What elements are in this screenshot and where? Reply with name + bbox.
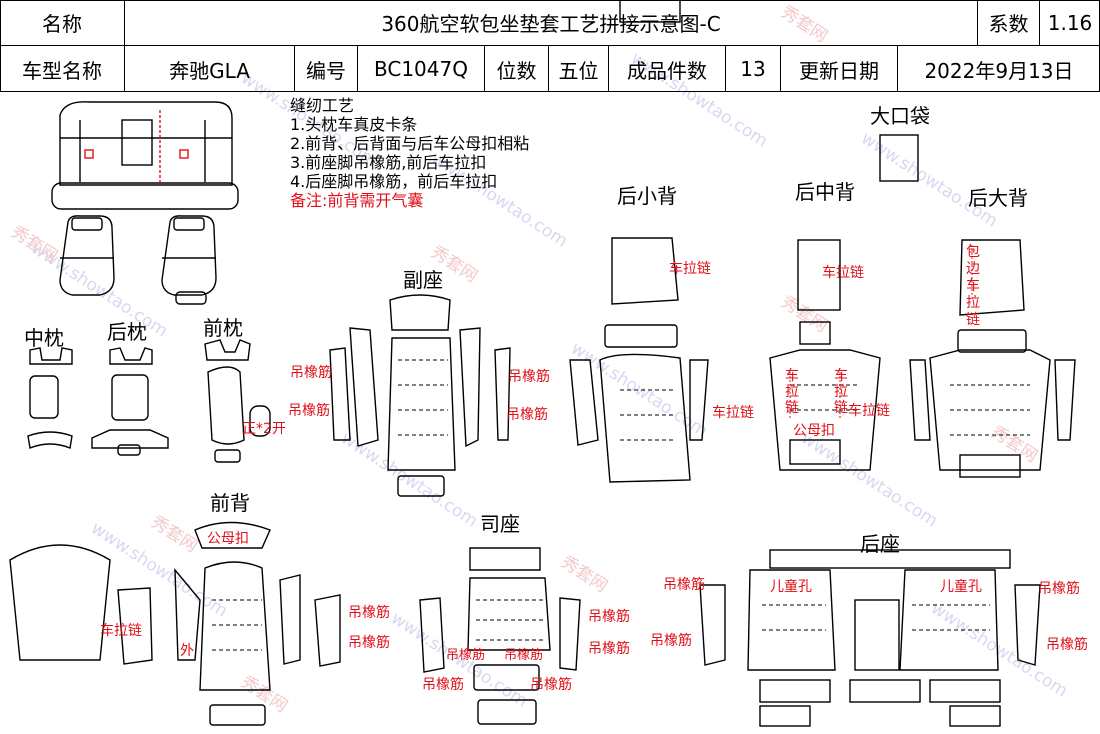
note-item: 2.前背、后背面与后车公母扣相粘	[290, 134, 530, 153]
label-passenger-seat: 副座	[403, 268, 443, 292]
coef-value: 1.16	[1040, 0, 1100, 46]
passenger-seat-pieces	[329, 294, 511, 497]
annotation-elastic: 吊橡筋	[348, 605, 390, 621]
page-title: 360航空软包坐垫套工艺拼接示意图-C	[125, 0, 978, 46]
annotation-child-hole: 儿童孔	[940, 579, 982, 595]
annotation-elastic: 吊橡筋	[650, 633, 692, 649]
red-marks	[789, 245, 973, 420]
label-front-back: 前背	[210, 491, 250, 515]
label-rear-seat: 后座	[860, 532, 900, 556]
annotation-zipper: 车拉链	[669, 261, 711, 277]
annotation-elastic: 吊橡筋	[508, 369, 550, 385]
driver-seat-pieces	[419, 547, 581, 725]
annotation-edge-zipper: 包 边 车 拉 链	[966, 244, 980, 328]
rear-small-back-pieces	[604, 237, 679, 348]
label-big-pocket: 大口袋	[870, 104, 930, 128]
label-rear-pillow: 后枕	[107, 320, 147, 344]
annotation-side-zipper: 车 拉 链	[834, 368, 848, 416]
code-value: BC1047Q	[358, 46, 485, 92]
notes-remark: 备注:前背需开气囊	[290, 191, 424, 210]
annotation-elastic: 吊橡筋	[663, 577, 705, 593]
annotation-elastic: 吊橡筋	[504, 648, 544, 663]
annotation-elastic: 吊橡筋	[422, 677, 464, 693]
annotation-zipper: 车拉链	[100, 623, 142, 639]
seats-value: 五位	[549, 46, 609, 92]
front-seats-thumbnail	[59, 215, 217, 305]
note-item: 4.后座脚吊橡筋，前后车拉扣	[290, 172, 498, 191]
annotation-elastic: 吊橡筋	[588, 609, 630, 625]
annotation-zipper: 车拉链	[822, 265, 864, 281]
front-pillow-pieces	[204, 339, 271, 463]
sewing-notes: 缝纫工艺 1.头枕车真皮卡条 2.前背、后背面与后车公母扣相粘 3.前座脚吊橡筋…	[290, 96, 529, 210]
update-value: 2022年9月13日	[924, 58, 1074, 83]
label-middle-pillow: 中枕	[24, 326, 64, 350]
rear-seat-pieces	[699, 549, 1041, 727]
annotation-elastic: 吊橡筋	[1046, 637, 1088, 653]
label-rear-mid-back: 后中背	[795, 180, 855, 204]
annotation-elastic: 吊橡筋	[588, 641, 630, 657]
header-table: 名称 360航空软包坐垫套工艺拼接示意图-C 系数 1.16 车型名称 奔驰GL…	[0, 0, 1100, 92]
big-pocket-piece	[879, 134, 919, 182]
rear-pillow-pieces	[91, 347, 169, 456]
label-rear-big-back: 后大背	[968, 186, 1028, 210]
annotation-snap: 公母扣	[793, 423, 835, 439]
pieces-label: 成品件数	[609, 46, 726, 92]
notes-title: 缝纫工艺	[290, 96, 355, 115]
annotation-elastic: 吊橡筋	[348, 635, 390, 651]
model-label: 车型名称	[0, 46, 125, 92]
coef-label: 系数	[978, 0, 1040, 46]
front-back-pieces	[9, 521, 341, 726]
update-label: 更新日期	[781, 46, 898, 92]
stitch-lines	[212, 359, 1030, 651]
annotation-side-zipper: 车 拉 链	[785, 368, 799, 416]
rear-big-back-pieces	[957, 239, 1027, 353]
annotation-child-hole: 儿童孔	[770, 579, 812, 595]
annotation-elastic: 吊橡筋	[290, 365, 332, 381]
rear-bench-thumbnail	[51, 101, 239, 210]
code-label: 编号	[295, 46, 358, 92]
rear-back-center-pieces	[569, 0, 1076, 483]
annotation-elastic: 吊橡筋	[506, 407, 548, 423]
annotation-elastic: 吊橡筋	[1038, 581, 1080, 597]
note-item: 3.前座脚吊橡筋,前后车拉扣	[290, 153, 487, 172]
label-rear-small-back: 后小背	[617, 184, 677, 208]
pieces-value: 13	[726, 46, 781, 92]
middle-pillow-pieces	[27, 347, 73, 449]
name-label: 名称	[0, 0, 125, 46]
rear-mid-back-pieces	[797, 239, 841, 345]
annotation-zipper: 车拉链	[712, 405, 754, 421]
seats-label: 位数	[485, 46, 549, 92]
model-value: 奔驰GLA	[125, 46, 295, 92]
note-item: 1.头枕车真皮卡条	[290, 115, 418, 134]
annotation-elastic: 吊橡筋	[446, 648, 486, 663]
annotation-snap: 公母扣	[207, 531, 249, 547]
annotation-zipper: 车拉链	[848, 403, 890, 419]
annotation-elastic: 吊橡筋	[530, 677, 572, 693]
label-front-pillow: 前枕	[203, 316, 243, 340]
annotation-elastic: 吊橡筋	[288, 403, 330, 419]
annotation-front-2open: 正*2开	[242, 421, 286, 437]
annotation-outer: 外	[180, 643, 194, 659]
label-driver-seat: 司座	[480, 512, 520, 536]
